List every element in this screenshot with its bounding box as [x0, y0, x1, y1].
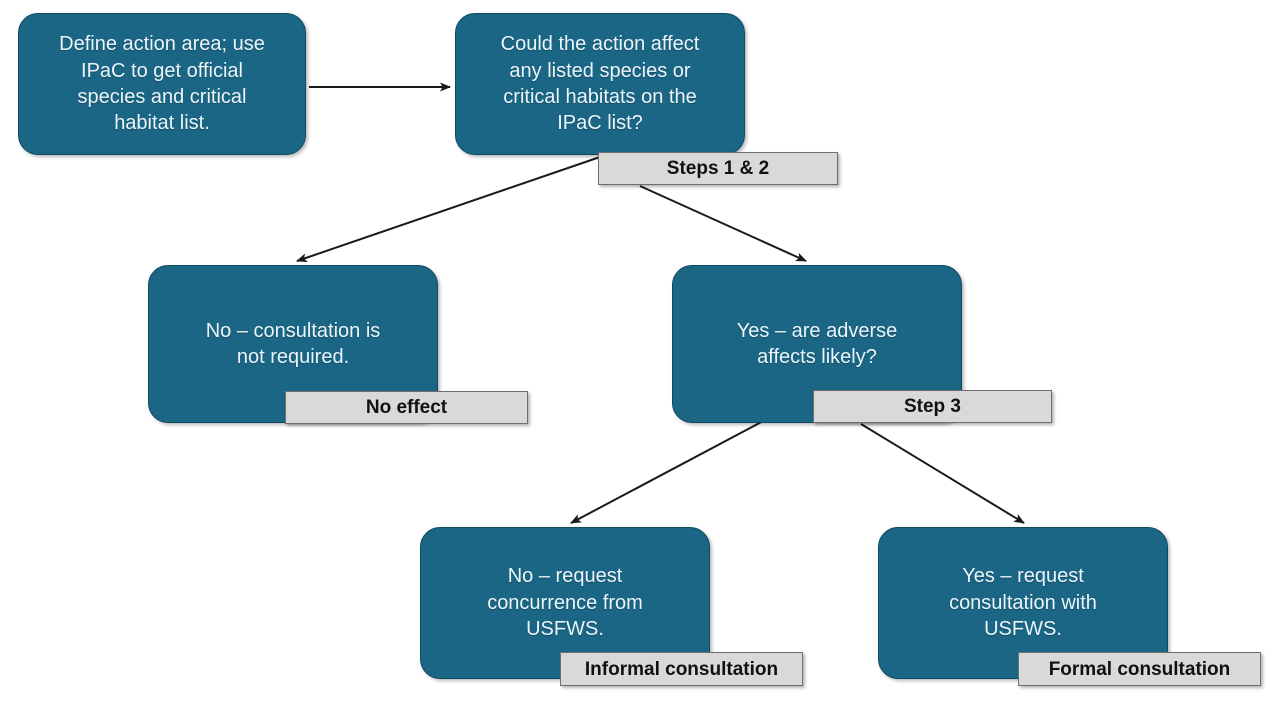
- tag-no-effect[interactable]: No effect: [285, 391, 528, 424]
- node-label: Yes – request consultation with USFWS.: [949, 565, 1097, 641]
- edge-could-to-yes: [639, 185, 807, 262]
- node-label: Could the action affect any listed speci…: [500, 33, 700, 135]
- tag-label: Step 3: [903, 396, 962, 417]
- node-label: No – consultation is not required.: [205, 319, 381, 368]
- node-could-action-affect[interactable]: Could the action affect any listed speci…: [455, 13, 745, 155]
- tag-label: No effect: [365, 397, 448, 418]
- edge-could-to-no: [296, 156, 601, 263]
- tag-steps-1-2[interactable]: Steps 1 & 2: [598, 152, 838, 185]
- node-define-action-area[interactable]: Define action area; use IPaC to get offi…: [18, 13, 306, 155]
- node-label: Define action area; use IPaC to get offi…: [59, 33, 265, 135]
- node-label: No – request concurrence from USFWS.: [487, 565, 643, 641]
- tag-formal-consultation[interactable]: Formal consultation: [1018, 652, 1261, 686]
- node-label: Yes – are adverse affects likely?: [736, 319, 898, 368]
- edge-yes-to-yes-request: [860, 423, 1025, 524]
- tag-label: Informal consultation: [584, 658, 779, 680]
- tag-step-3[interactable]: Step 3: [813, 390, 1052, 423]
- tag-label: Formal consultation: [1048, 658, 1231, 680]
- tag-informal-consultation[interactable]: Informal consultation: [560, 652, 803, 686]
- tag-label: Steps 1 & 2: [666, 158, 770, 179]
